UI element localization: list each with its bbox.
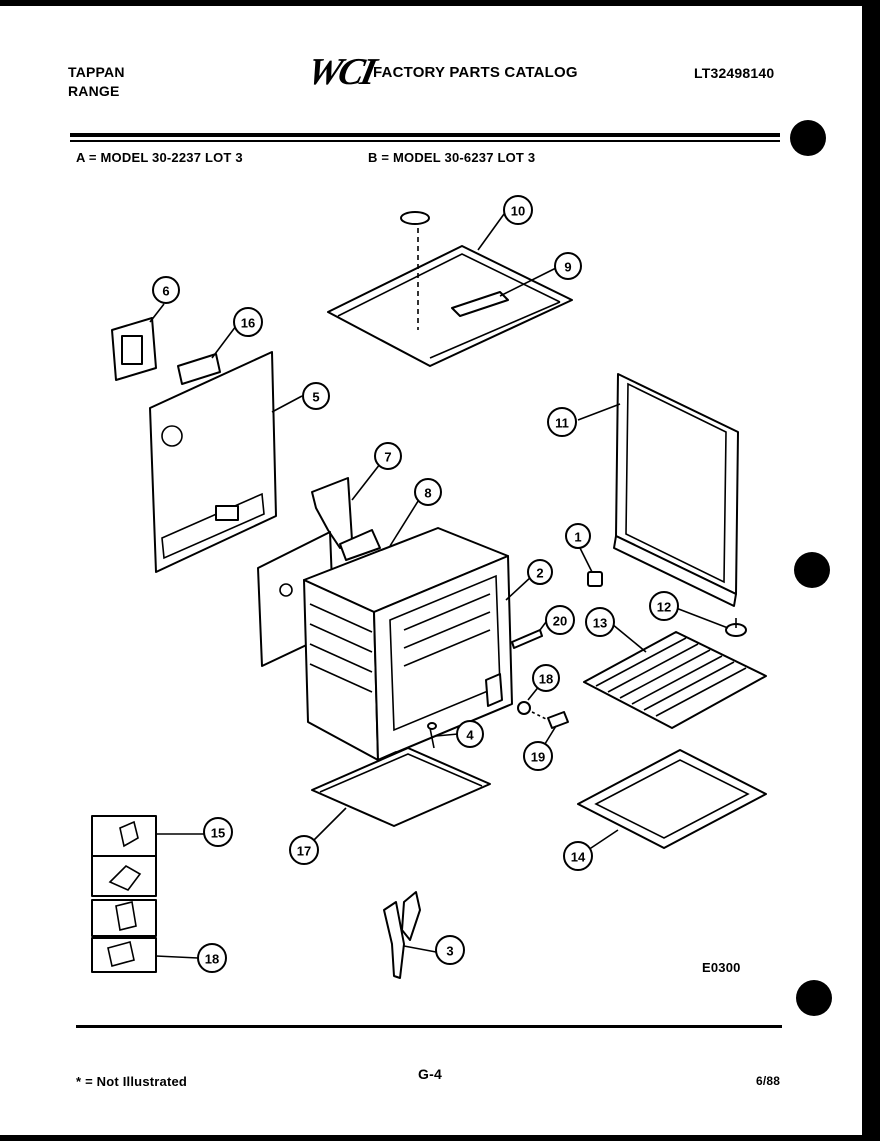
svg-text:16: 16 <box>241 316 255 331</box>
callout-17: 17 <box>289 835 319 865</box>
part-vent-duct <box>311 477 381 561</box>
svg-text:9: 9 <box>564 260 571 275</box>
callout-7: 7 <box>374 442 402 470</box>
binder-hole-top <box>790 120 826 156</box>
binder-hole-bottom <box>796 980 832 1016</box>
header-rule-thick <box>70 133 780 137</box>
part-oven-body <box>303 527 513 777</box>
svg-text:18: 18 <box>205 952 219 967</box>
callout-18-box: 18 <box>197 943 227 973</box>
catalog-number: LT32498140 <box>694 65 775 81</box>
footnote: * = Not Illustrated <box>76 1074 188 1089</box>
svg-text:14: 14 <box>571 850 586 865</box>
part-top-panel <box>327 211 573 367</box>
callout-20: 20 <box>545 605 575 635</box>
callout-4: 4 <box>456 720 484 748</box>
svg-text:19: 19 <box>531 750 545 765</box>
svg-text:15: 15 <box>211 826 225 841</box>
brand-name: TAPPAN <box>68 64 125 80</box>
callout-6: 6 <box>152 276 180 304</box>
callout-leaders <box>149 213 729 959</box>
callout-2: 2 <box>527 559 553 585</box>
svg-text:1: 1 <box>574 530 581 545</box>
svg-text:13: 13 <box>593 616 607 631</box>
part-bottom-panel <box>311 747 491 827</box>
svg-text:18: 18 <box>539 672 553 687</box>
print-date: 6/88 <box>756 1074 781 1088</box>
product-type: RANGE <box>68 83 120 99</box>
diagram-code: E0300 <box>702 960 741 975</box>
callout-1: 1 <box>565 523 591 549</box>
part-door-frame <box>613 373 739 607</box>
callout-16: 16 <box>233 307 263 337</box>
part-rod <box>511 629 543 649</box>
part-small-block <box>177 353 221 385</box>
callout-13: 13 <box>585 607 615 637</box>
part-back-panel <box>149 351 277 573</box>
part-leveling-leg <box>725 618 747 637</box>
svg-text:6: 6 <box>162 284 169 299</box>
part-oven-rack <box>583 631 767 729</box>
footer-rule <box>76 1025 782 1028</box>
page-border-right <box>862 0 880 1141</box>
part-spring-bracket <box>383 891 421 979</box>
model-a-label: A = MODEL 30-2237 LOT 3 <box>76 150 243 165</box>
svg-text:12: 12 <box>657 600 671 615</box>
page-border-top <box>0 0 880 6</box>
svg-text:4: 4 <box>466 728 474 743</box>
catalog-title: FACTORY PARTS CATALOG <box>373 64 578 81</box>
svg-text:5: 5 <box>312 390 319 405</box>
svg-text:3: 3 <box>446 944 453 959</box>
model-b-label: B = MODEL 30-6237 LOT 3 <box>368 150 536 165</box>
callout-15: 15 <box>203 817 233 847</box>
page-border-bottom <box>0 1135 880 1141</box>
part-bracket <box>111 317 157 381</box>
part-broiler-frame <box>577 749 767 849</box>
svg-text:10: 10 <box>511 204 525 219</box>
callout-10: 10 <box>503 195 533 225</box>
svg-text:11: 11 <box>555 416 569 431</box>
svg-text:2: 2 <box>536 566 543 581</box>
page-number: G-4 <box>418 1066 442 1082</box>
callout-8: 8 <box>414 478 442 506</box>
callout-12: 12 <box>649 591 679 621</box>
part-pin <box>427 722 437 749</box>
header-rule-thin <box>70 140 780 142</box>
callout-3: 3 <box>435 935 465 965</box>
binder-hole-middle <box>794 552 830 588</box>
part-screw-assembly <box>517 701 569 729</box>
svg-text:8: 8 <box>424 486 431 501</box>
part-detail-boxes <box>91 815 157 973</box>
callout-9: 9 <box>554 252 582 280</box>
callout-11: 11 <box>547 407 577 437</box>
callout-19: 19 <box>523 741 553 771</box>
svg-text:17: 17 <box>297 844 311 859</box>
callout-5: 5 <box>302 382 330 410</box>
svg-text:20: 20 <box>553 614 567 629</box>
svg-text:7: 7 <box>384 450 391 465</box>
part-knob <box>587 571 603 587</box>
callout-18-fastener: 18 <box>532 664 560 692</box>
callout-14: 14 <box>563 841 593 871</box>
